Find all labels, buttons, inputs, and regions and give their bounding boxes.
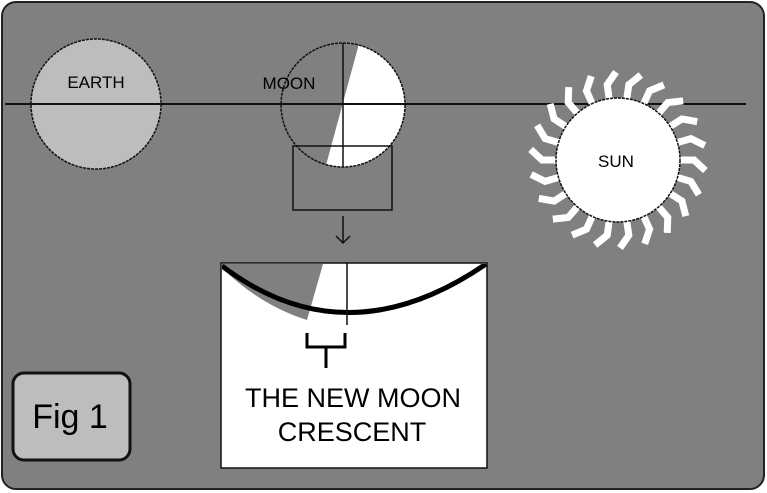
inset-caption-line1: THE NEW MOON bbox=[245, 383, 461, 413]
figure-label-text: Fig 1 bbox=[32, 398, 108, 436]
sun-ray bbox=[678, 156, 708, 174]
earth-label: EARTH bbox=[67, 73, 124, 92]
sun-ray bbox=[617, 218, 633, 250]
sun-ray bbox=[592, 218, 613, 248]
sun-ray bbox=[570, 213, 597, 239]
sun-ray bbox=[654, 97, 684, 117]
sun-ray bbox=[529, 171, 562, 186]
arrow-down-icon bbox=[335, 216, 351, 245]
sun: SUN bbox=[528, 70, 708, 250]
moon-lit-side bbox=[322, 43, 405, 167]
sun-label: SUN bbox=[598, 152, 634, 171]
sun-ray bbox=[674, 134, 707, 149]
moon-label: MOON bbox=[263, 74, 316, 93]
sun-ray bbox=[639, 213, 654, 245]
figure-label: Fig 1 bbox=[11, 371, 132, 462]
sun-ray bbox=[666, 115, 698, 131]
sun-ray bbox=[674, 173, 702, 197]
bracket-icon bbox=[305, 333, 347, 368]
sun-ray bbox=[623, 72, 644, 102]
sun-ray bbox=[654, 203, 672, 234]
sun-ray bbox=[666, 189, 690, 217]
moon-limb-arc bbox=[222, 264, 487, 315]
sun-ray bbox=[546, 103, 570, 131]
moon: MOON bbox=[263, 42, 406, 211]
zoom-region-box bbox=[292, 145, 393, 211]
sun-ray bbox=[582, 75, 597, 107]
sun-ray bbox=[552, 203, 582, 223]
inset-caption-line2: CRESCENT bbox=[278, 417, 427, 447]
sun-ray bbox=[639, 81, 666, 107]
sun-ray bbox=[528, 146, 558, 164]
sun-ray bbox=[534, 123, 562, 147]
crescent-inset: THE NEW MOON CRESCENT bbox=[220, 262, 488, 469]
sun-ray bbox=[564, 86, 582, 117]
sun-ray bbox=[603, 70, 619, 102]
sun-ray bbox=[538, 189, 570, 205]
